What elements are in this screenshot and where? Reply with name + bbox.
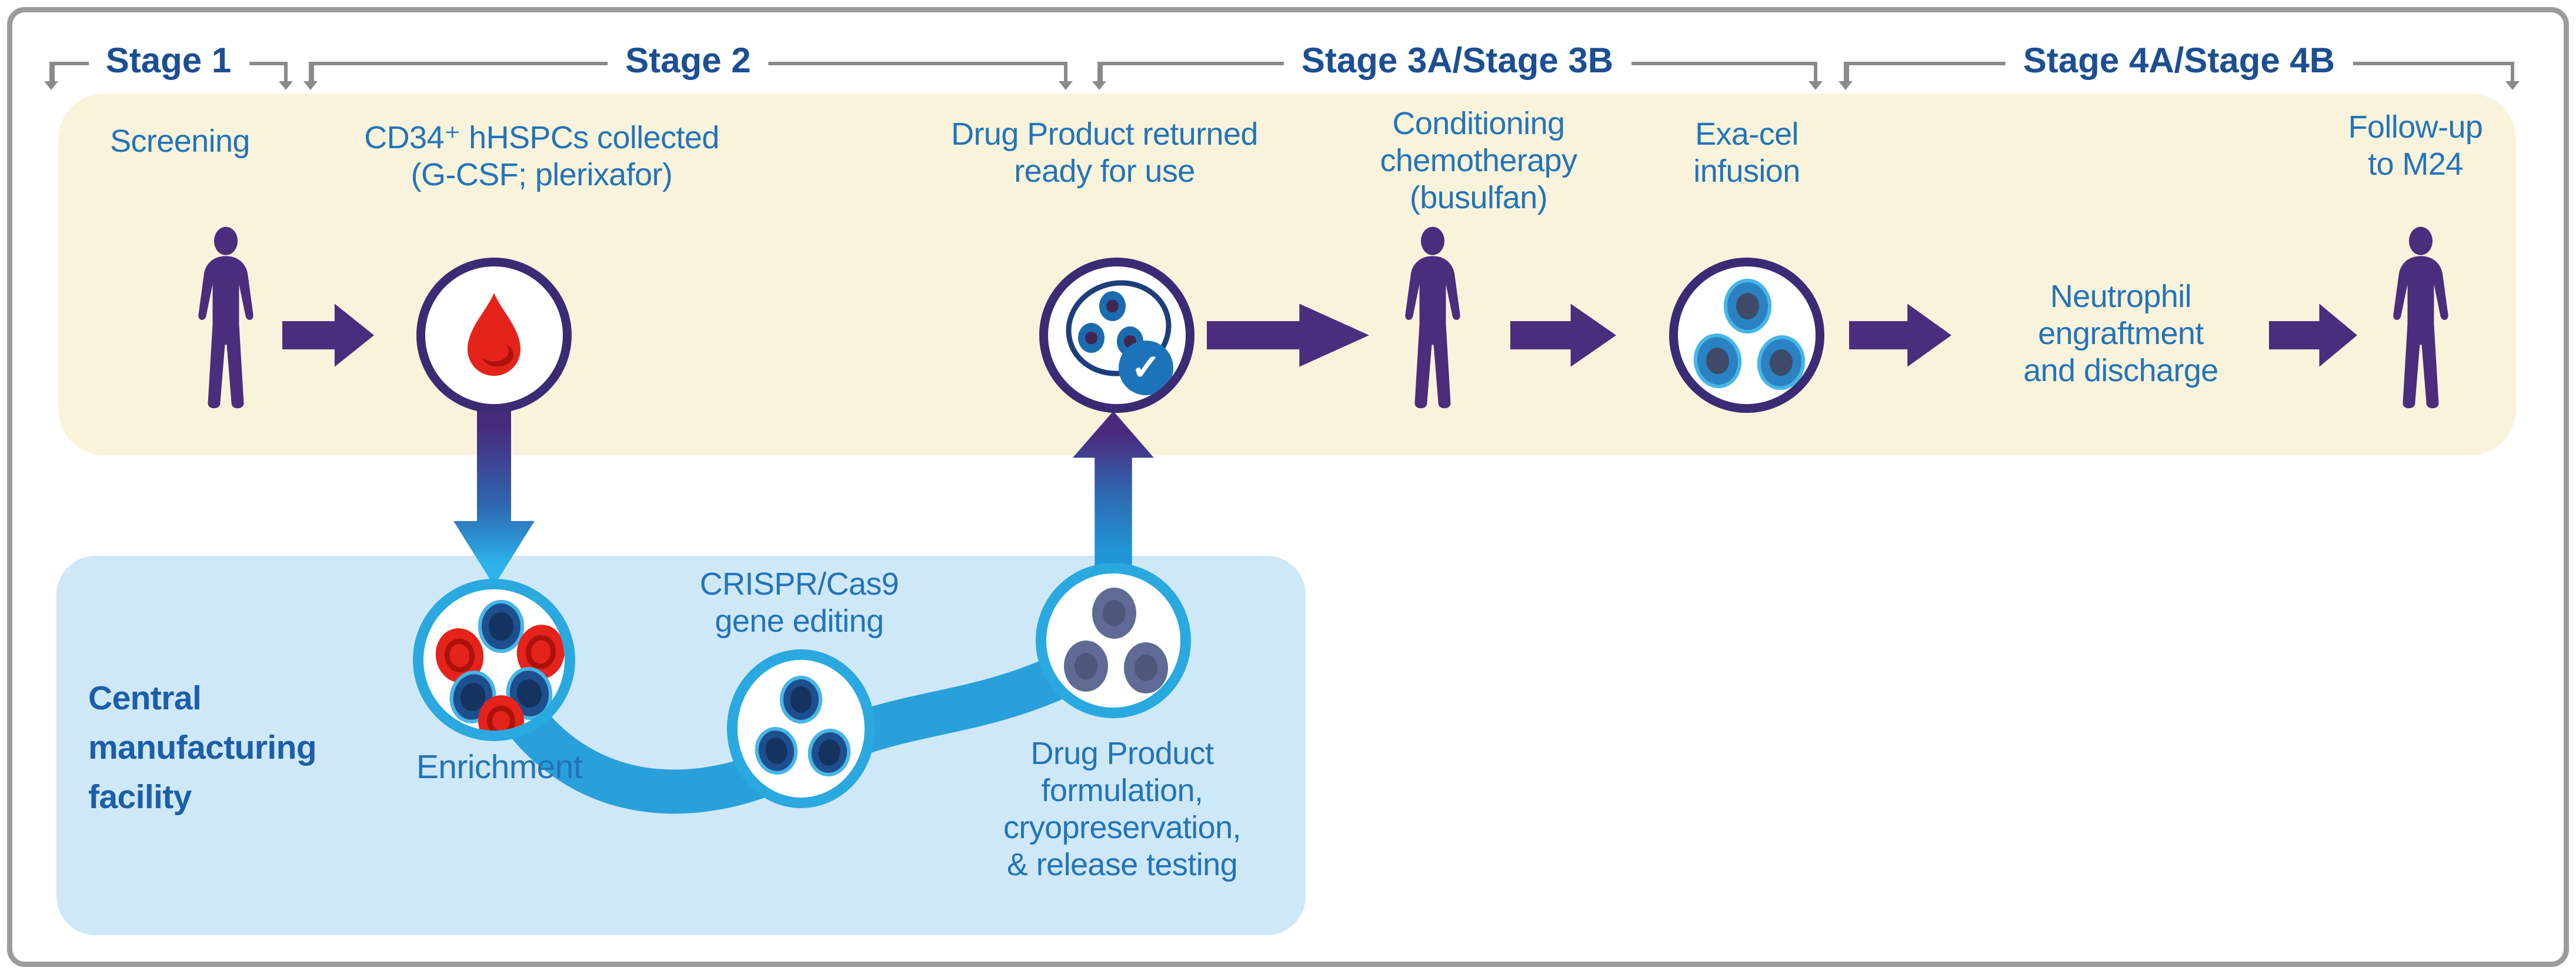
cell-icon bbox=[1690, 330, 1746, 392]
patient-conditioning-icon bbox=[1385, 226, 1480, 415]
cell-icon bbox=[804, 725, 855, 780]
stage-3-label: Stage 3A/Stage 3B bbox=[1283, 42, 1631, 83]
stage-4-label: Stage 4A/Stage 4B bbox=[2005, 42, 2353, 83]
central-manufacturing-label: Central manufacturing facility bbox=[88, 676, 441, 824]
follow-up-line-2: to M24 bbox=[2368, 146, 2463, 182]
bracket-arrow-icon bbox=[283, 62, 288, 81]
formulation-line-4: & release testing bbox=[1006, 847, 1238, 882]
gene-editing-line-2: gene editing bbox=[715, 603, 884, 639]
returned-line-1: Drug Product returned bbox=[951, 116, 1258, 152]
cell-icon bbox=[1078, 323, 1105, 353]
exa-cel-cells-circle bbox=[1669, 258, 1824, 413]
facility-line-1: Central bbox=[88, 681, 202, 718]
cell-icon bbox=[780, 676, 822, 723]
enrichment-cells-circle bbox=[413, 579, 575, 741]
patient-screening-icon bbox=[178, 226, 273, 415]
bracket-arrow-icon bbox=[309, 62, 313, 81]
cell-icon bbox=[1753, 332, 1809, 393]
neutrophil-engraftment-label: Neutrophil engraftment and discharge bbox=[1980, 279, 2262, 390]
formulation-line-3: cryopreservation, bbox=[1003, 810, 1242, 845]
collection-label: CD34⁺ hHSPCs collected (G-CSF; plerixafo… bbox=[321, 120, 762, 194]
cell-icon bbox=[1124, 642, 1168, 693]
formulation-line-2: formulation, bbox=[1041, 773, 1204, 808]
conditioning-line-2: chemotherapy bbox=[1380, 143, 1577, 178]
bracket-arrow-icon bbox=[1063, 62, 1067, 81]
collection-line-2: (G-CSF; plerixafor) bbox=[411, 157, 673, 192]
formulation-label: Drug Product formulation, cryopreservati… bbox=[955, 736, 1290, 884]
patient-follow-up-icon bbox=[2373, 226, 2468, 415]
blood-drop-icon bbox=[468, 293, 520, 376]
follow-up-label: Follow-up to M24 bbox=[2292, 109, 2539, 184]
conditioning-label: Conditioning chemotherapy (busulfan) bbox=[1346, 106, 1611, 217]
stage-3-bracket: Stage 3A/Stage 3B bbox=[1097, 42, 1817, 95]
drug-product-returned-label: Drug Product returned ready for use bbox=[893, 116, 1316, 191]
neutrophil-line-1: Neutrophil bbox=[2050, 279, 2192, 314]
stage-1-label: Stage 1 bbox=[88, 42, 249, 83]
cell-icon bbox=[1092, 588, 1136, 639]
cell-icon bbox=[1064, 641, 1108, 692]
bracket-arrow-icon bbox=[1844, 62, 1848, 81]
bracket-arrow-icon bbox=[2510, 62, 2514, 81]
neutrophil-line-2: engraftment bbox=[2038, 316, 2204, 351]
neutrophil-line-3: and discharge bbox=[2023, 353, 2218, 388]
cell-icon bbox=[478, 695, 524, 730]
figure-border bbox=[7, 7, 2569, 967]
cell-icon bbox=[478, 600, 524, 653]
gene-editing-line-1: CRISPR/Cas9 bbox=[699, 566, 899, 602]
exa-cel-line-1: Exa-cel bbox=[1695, 116, 1798, 152]
bracket-arrow-icon bbox=[1813, 62, 1817, 81]
blood-collection-circle bbox=[416, 258, 572, 413]
enrichment-text: Enrichment bbox=[416, 750, 583, 787]
bracket-arrow-icon bbox=[49, 62, 54, 81]
stage-2-bracket: Stage 2 bbox=[309, 42, 1067, 95]
cell-icon bbox=[1099, 291, 1126, 321]
screening-label: Screening bbox=[74, 124, 286, 161]
formulation-cells-circle bbox=[1036, 563, 1191, 718]
facility-line-3: facility bbox=[88, 780, 192, 817]
returned-line-2: ready for use bbox=[1014, 154, 1195, 189]
checkmark-icon: ✓ bbox=[1119, 341, 1173, 395]
facility-line-2: manufacturing bbox=[88, 730, 317, 768]
enrichment-label: Enrichment bbox=[376, 750, 623, 787]
conditioning-line-1: Conditioning bbox=[1392, 106, 1565, 141]
collection-line-1: CD34⁺ hHSPCs collected bbox=[364, 120, 719, 155]
cell-icon bbox=[751, 723, 802, 778]
bracket-arrow-icon bbox=[1097, 62, 1102, 81]
stage-1-bracket: Stage 1 bbox=[49, 42, 288, 95]
exa-cel-line-2: infusion bbox=[1693, 154, 1800, 189]
cell-icon bbox=[1724, 279, 1771, 333]
formulation-line-1: Drug Product bbox=[1030, 736, 1214, 771]
screening-text: Screening bbox=[110, 124, 250, 159]
gene-editing-cells-circle bbox=[727, 649, 875, 808]
follow-up-line-1: Follow-up bbox=[2348, 109, 2483, 145]
drug-product-returned-circle: ✓ bbox=[1039, 258, 1194, 413]
checkmark-glyph: ✓ bbox=[1131, 349, 1161, 388]
gene-editing-label: CRISPR/Cas9 gene editing bbox=[658, 566, 940, 641]
conditioning-line-3: (busulfan) bbox=[1409, 180, 1548, 215]
exa-cel-infusion-label: Exa-cel infusion bbox=[1641, 116, 1853, 191]
stage-2-label: Stage 2 bbox=[608, 42, 769, 83]
stage-4-bracket: Stage 4A/Stage 4B bbox=[1844, 42, 2514, 95]
